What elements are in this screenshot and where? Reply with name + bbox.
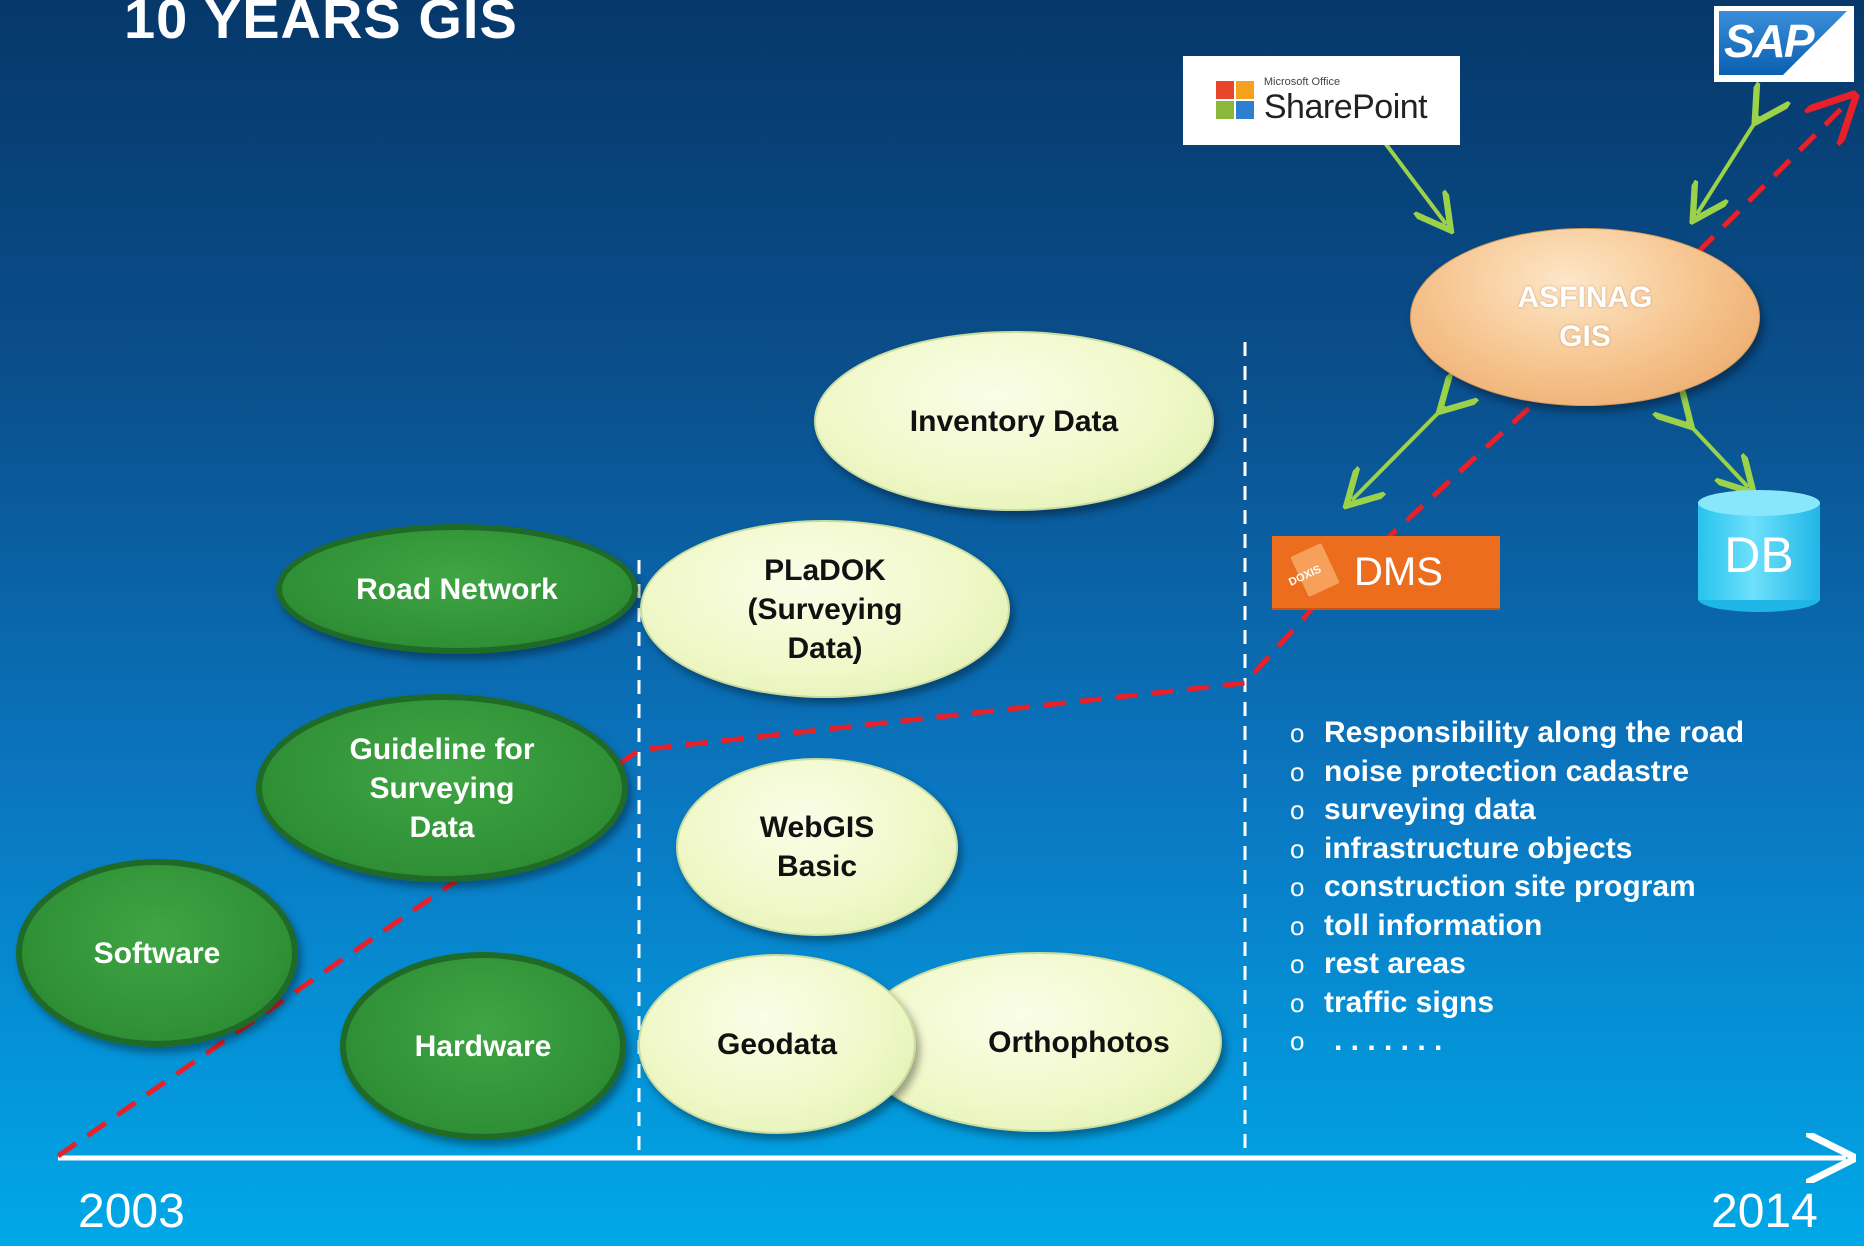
ellipse-label: Road Network [356, 572, 558, 606]
ellipse-software: Software [16, 859, 298, 1047]
list-item: o. . . . . . . [1290, 1024, 1443, 1057]
sap-label: SAP [1724, 15, 1815, 67]
ellipse-pladok: PLaDOK (Surveying Data) [640, 520, 1010, 698]
sharepoint-sublabel: Microsoft Office [1263, 76, 1341, 88]
start-year-label: 2003 [78, 1185, 185, 1238]
arrow-sap-gis [1697, 116, 1759, 214]
database-label: DB [1724, 527, 1794, 583]
sharepoint-icon [1215, 79, 1258, 123]
ellipse-label: PLaDOK (Surveying Data) [747, 553, 903, 665]
database-icon: DB [1698, 490, 1820, 612]
ellipse-label: ASFINAG GIS [1517, 281, 1653, 353]
sap-logo: SAP [1714, 6, 1854, 82]
dms-label: DMS [1354, 549, 1443, 594]
ellipse-label: Geodata [716, 1027, 838, 1061]
sharepoint-logo: Microsoft Office SharePoint [1183, 56, 1460, 145]
arrow-gis-dms [1352, 406, 1445, 500]
dms-logo: DOXIS DMS [1272, 536, 1500, 610]
doxis-icon: DOXIS [1287, 542, 1340, 598]
ellipse-label: Software [93, 936, 221, 970]
ellipse-road-network: Road Network [276, 524, 638, 654]
ellipse-label: WebGIS Basic [759, 811, 875, 883]
ellipse-label: Inventory Data [909, 404, 1119, 438]
sharepoint-label: SharePoint [1263, 88, 1428, 126]
ellipse-geodata: Geodata [638, 954, 916, 1134]
slide-title: 10 YEARS GIS [124, 0, 518, 50]
ellipse-webgis-basic: WebGIS Basic [676, 758, 958, 936]
ellipse-orthophotos: Orthophotos [856, 952, 1222, 1132]
ellipse-label: Orthophotos [988, 1025, 1170, 1059]
ellipse-label: Guideline for Surveying Data [349, 732, 535, 844]
ellipse-asfinag-gis: ASFINAG GIS [1410, 228, 1760, 406]
ellipse-hardware: Hardware [340, 952, 626, 1140]
ellipse-label: Hardware [414, 1029, 552, 1063]
ellipse-guideline-surveying-data: Guideline for Surveying Data [256, 694, 628, 882]
end-year-label: 2014 [1711, 1185, 1818, 1238]
arrow-sharepoint-gis [1376, 131, 1446, 224]
arrow-gis-db [1686, 421, 1748, 487]
ellipse-inventory-data: Inventory Data [814, 331, 1214, 511]
